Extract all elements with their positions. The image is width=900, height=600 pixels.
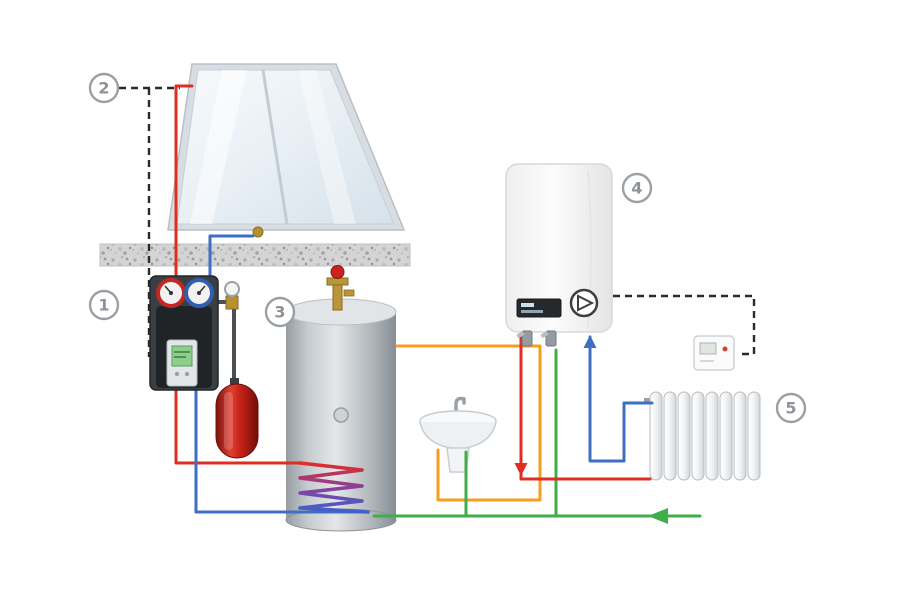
callout-3-number: 3 <box>274 303 285 322</box>
storage-tank <box>285 265 397 532</box>
valve-handle <box>540 331 549 339</box>
valve <box>521 330 533 347</box>
tank-safety-valve <box>326 265 355 311</box>
flow-arrow-cold-water <box>648 508 668 524</box>
dhw-hot-water-pipe <box>395 344 542 502</box>
washbasin <box>419 396 497 473</box>
mini-pressure-gauge <box>224 281 240 297</box>
boiler-display-segment <box>521 310 543 313</box>
radiator-inlet-fitting <box>644 398 653 404</box>
solar-pump-station <box>149 275 240 391</box>
room-thermostat <box>693 335 735 371</box>
vessel-fitting <box>230 378 239 387</box>
boiler-display-segment <box>521 303 534 307</box>
thermostat-button <box>722 346 728 352</box>
valve-handle <box>516 331 525 339</box>
callout-5-number: 5 <box>785 399 796 418</box>
heating-return-pipe <box>588 335 654 463</box>
radiator-section <box>663 391 677 481</box>
heating-supply-pipe <box>519 332 652 481</box>
callout-4: 4 <box>621 172 653 204</box>
gauge-pivot <box>197 291 201 295</box>
panel-divider <box>261 69 289 225</box>
tank-heating-coil <box>298 461 370 514</box>
faucet <box>454 396 466 416</box>
boiler-display <box>516 298 562 318</box>
radiator-section <box>705 391 719 481</box>
controller-screen <box>171 345 193 367</box>
solar-return-pipe-lower <box>194 386 370 514</box>
thermostat-cable-dashed <box>613 294 756 356</box>
valve-red-cap <box>330 265 345 279</box>
callout-3: 3 <box>264 296 296 328</box>
gauge-pivot <box>169 291 173 295</box>
boiler <box>505 163 613 333</box>
solar-collector <box>167 63 406 238</box>
callout-2: 2 <box>88 72 120 104</box>
radiator-section <box>733 391 747 481</box>
vessel-body <box>215 383 259 459</box>
boiler-valves <box>516 330 557 347</box>
callout-1-number: 1 <box>98 296 109 315</box>
basin-bowl <box>419 421 497 450</box>
controller-button <box>174 371 180 377</box>
controller-button <box>184 371 190 377</box>
expansion-vessel <box>215 378 259 459</box>
callout-2-number: 2 <box>98 79 109 98</box>
callout-1: 1 <box>88 289 120 321</box>
radiator <box>644 391 761 481</box>
callout-4-number: 4 <box>631 179 642 198</box>
thermostat-screen <box>699 342 717 355</box>
pump-triangle-icon <box>577 294 595 312</box>
roof-wall <box>99 243 411 267</box>
vessel-highlight <box>224 392 233 450</box>
glass-sheen <box>298 70 356 224</box>
flow-arrow-heating-return <box>583 335 597 348</box>
radiator-section <box>677 391 691 481</box>
radiator-section <box>719 391 733 481</box>
glass-sheen <box>190 70 247 224</box>
flow-arrow-heating-supply <box>514 463 528 476</box>
callout-5: 5 <box>775 392 807 424</box>
solar-flow-pipe <box>174 84 302 465</box>
tank-sensor <box>333 407 349 423</box>
collector-valve <box>252 226 264 238</box>
radiator-section <box>691 391 705 481</box>
radiator-section <box>649 391 663 481</box>
brass-valve <box>225 295 239 310</box>
valve <box>545 330 557 347</box>
radiator-section <box>747 391 761 481</box>
